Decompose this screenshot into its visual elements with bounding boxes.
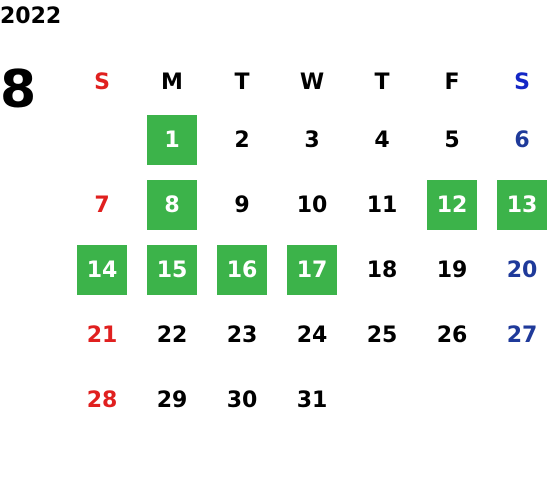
day-cell[interactable]: 8 [147,180,197,230]
day-cell[interactable]: 19 [436,257,468,283]
empty-day-cell [347,375,397,425]
day-cell[interactable]: 1 [147,115,197,165]
day-cell[interactable]: 26 [436,322,468,348]
weekday-header-wed: W [299,69,325,95]
day-cell[interactable]: 25 [366,322,398,348]
day-cell[interactable]: 7 [94,192,110,218]
weekday-header-sat: S [514,69,530,95]
empty-day-cell [417,375,467,425]
day-cell[interactable]: 4 [374,127,390,153]
day-cell[interactable]: 23 [226,322,258,348]
weekday-header-thu: T [374,69,390,95]
weekday-header-mon: M [161,69,183,95]
day-cell[interactable]: 30 [226,387,258,413]
day-cell[interactable]: 20 [506,257,538,283]
empty-day-cell [487,375,537,425]
weekday-header-fri: F [444,69,460,95]
day-cell[interactable]: 28 [86,387,118,413]
day-cell[interactable]: 14 [77,245,127,295]
day-cell[interactable]: 9 [234,192,250,218]
day-cell[interactable]: 2 [234,127,250,153]
calendar-month: 8 [0,60,37,120]
day-cell[interactable]: 15 [147,245,197,295]
day-cell[interactable]: 16 [217,245,267,295]
day-cell[interactable]: 12 [427,180,477,230]
empty-day-cell [67,115,117,165]
day-cell[interactable]: 22 [156,322,188,348]
day-cell[interactable]: 31 [296,387,328,413]
day-cell[interactable]: 13 [497,180,547,230]
day-cell[interactable]: 27 [506,322,538,348]
day-cell[interactable]: 29 [156,387,188,413]
weekday-header-tue: T [234,69,250,95]
day-cell[interactable]: 18 [366,257,398,283]
calendar-year: 2022 [0,4,62,29]
calendar-grid: S M T W T F S 1 2 3 4 5 6 7 8 9 10 11 12… [67,57,548,432]
day-cell[interactable]: 21 [86,322,118,348]
day-cell[interactable]: 3 [304,127,320,153]
day-cell[interactable]: 6 [514,127,530,153]
day-cell[interactable]: 10 [296,192,328,218]
day-cell[interactable]: 17 [287,245,337,295]
day-cell[interactable]: 11 [366,192,398,218]
day-cell[interactable]: 24 [296,322,328,348]
weekday-header-sun: S [94,69,110,95]
day-cell[interactable]: 5 [444,127,460,153]
